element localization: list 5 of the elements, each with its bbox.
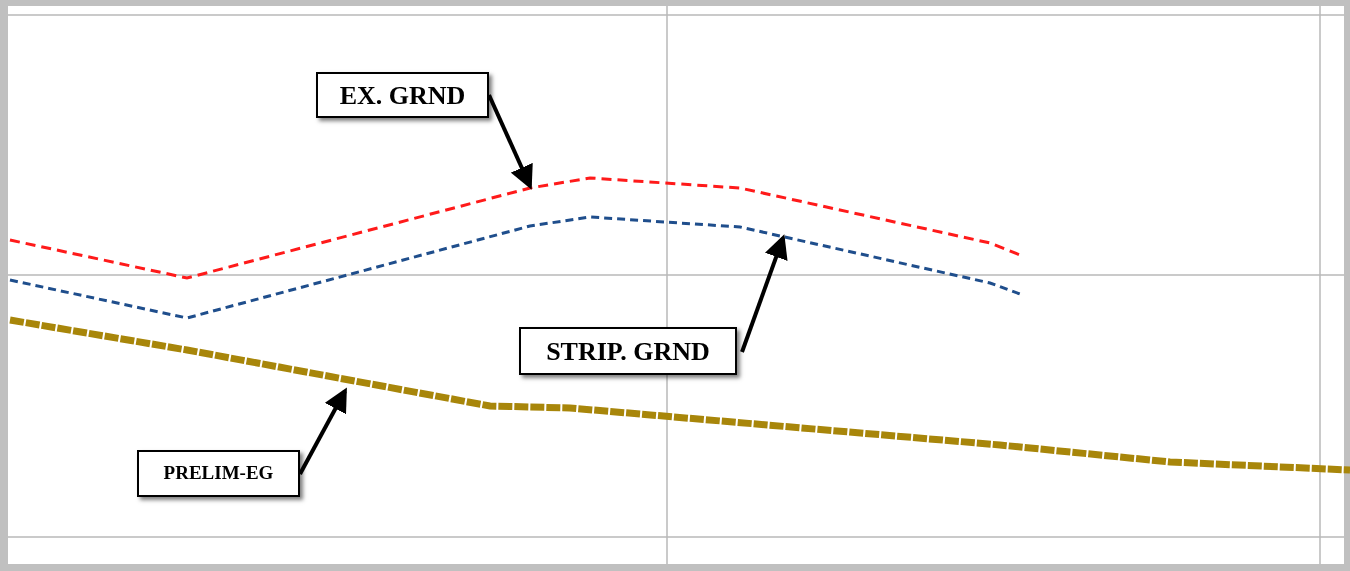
- callout-label: EX. GRND: [316, 72, 489, 118]
- ground-profile-line: [9, 215, 1021, 320]
- leader-arrow: [740, 234, 788, 353]
- ground-profile-line: [9, 176, 1021, 280]
- callout-label: PRELIM-EG: [137, 450, 300, 497]
